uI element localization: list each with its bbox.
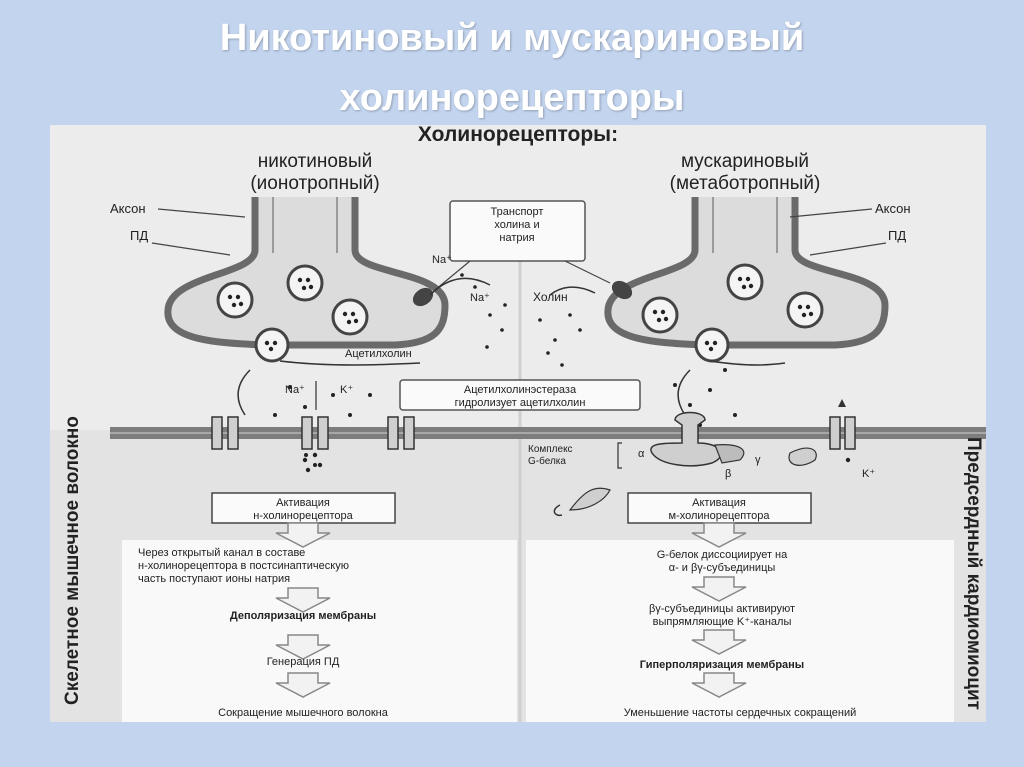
ache-callout bbox=[399, 379, 641, 411]
acetylcholine-label: Ацетилхолин bbox=[345, 348, 412, 360]
muscarinic-heading-line-2: (метаботропный) bbox=[670, 173, 821, 194]
right-cascade-panel bbox=[526, 540, 954, 722]
left-activation-line-1: Активация bbox=[276, 497, 330, 509]
pd-generation-label: Генерация ПД bbox=[267, 656, 340, 668]
k-label-left: K⁺ bbox=[340, 384, 353, 396]
nicotinic-heading-line-1: никотиновый bbox=[258, 151, 373, 172]
right-activation-line-1: Активация bbox=[692, 497, 746, 509]
left-text-1-line-2: н-холинорецептора в постсинаптическую bbox=[138, 560, 349, 572]
alpha-label: α bbox=[638, 448, 645, 460]
right-text-2-line-1: βγ-субъединицы активируют bbox=[649, 603, 795, 615]
transport-callout bbox=[449, 200, 586, 262]
na-label-2: Na⁺ bbox=[470, 292, 490, 304]
right-axon-terminal bbox=[604, 197, 889, 363]
k-label-right: K⁺ bbox=[862, 468, 875, 480]
contraction-label: Сокращение мышечного волокна bbox=[218, 707, 389, 719]
left-axon-terminal bbox=[164, 197, 449, 363]
transport-line-1: Транспорт bbox=[491, 206, 544, 218]
cholinoreceptor-diagram: Холинорецепторы: никотиновый (ионотропны… bbox=[50, 125, 986, 722]
left-pd-label: ПД bbox=[130, 228, 148, 243]
right-axon-label: Аксон bbox=[875, 201, 911, 216]
nicotinic-receptor-channels bbox=[211, 416, 415, 450]
left-text-1-line-1: Через открытый канал в составе bbox=[138, 547, 305, 559]
right-text-1-line-1: G-белок диссоциирует на bbox=[657, 549, 788, 561]
muscarinic-heading-line-1: мускариновый bbox=[681, 151, 809, 172]
na-label-3: Na⁺ bbox=[285, 384, 305, 396]
g-protein-line-1: Комплекс bbox=[528, 444, 573, 455]
depolarization-label: Деполяризация мембраны bbox=[230, 610, 376, 622]
muscarinic-receptor bbox=[553, 399, 856, 517]
synaptic-cleft-molecules bbox=[273, 273, 737, 467]
nicotinic-heading-line-2: (ионотропный) bbox=[250, 173, 379, 194]
left-axon-label: Аксон bbox=[110, 201, 146, 216]
beta-label: β bbox=[725, 468, 731, 480]
diagram-canvas: Холинорецепторы: никотиновый (ионотропны… bbox=[50, 125, 986, 722]
left-activation-box bbox=[211, 492, 396, 524]
right-text-1-line-2: α- и βγ-субъединицы bbox=[669, 562, 776, 574]
transport-line-3: натрия bbox=[499, 232, 534, 244]
g-protein-line-2: G-белка bbox=[528, 455, 566, 467]
right-side-label: Предсердный кардиомиоцит bbox=[963, 437, 984, 710]
right-pd-label: ПД bbox=[888, 228, 906, 243]
ache-line-2: гидролизует ацетилхолин bbox=[455, 397, 586, 409]
gamma-label: γ bbox=[755, 454, 761, 466]
left-cascade-panel bbox=[122, 540, 517, 722]
slide-title: Никотиновый и мускариновый холинорецепто… bbox=[0, 8, 1024, 128]
left-activation-line-2: н-холинорецептора bbox=[253, 510, 353, 522]
right-activation-box bbox=[627, 492, 812, 524]
ache-line-1: Ацетилхолинэстераза bbox=[464, 384, 577, 396]
left-text-1-line-3: часть поступают ионы натрия bbox=[138, 573, 290, 585]
diagram-heading: Холинорецепторы: bbox=[418, 125, 618, 146]
na-label-1: Na⁺ bbox=[432, 254, 452, 266]
left-side-label: Скелетное мышечное волокно bbox=[62, 416, 83, 705]
slide-title-line-1: Никотиновый и мускариновый bbox=[219, 17, 805, 59]
choline-label: Холин bbox=[533, 290, 568, 304]
transport-line-2: холина и bbox=[494, 219, 539, 231]
heart-rate-label: Уменьшение частоты сердечных сокращений bbox=[624, 707, 857, 719]
hyperpolarization-label: Гиперполяризация мембраны bbox=[640, 659, 804, 671]
right-text-2-line-2: выпрямляющие K⁺-каналы bbox=[653, 616, 792, 628]
right-activation-line-2: м-холинорецептора bbox=[669, 510, 771, 522]
flow-arrows bbox=[275, 522, 747, 698]
slide-title-line-2: холинорецепторы bbox=[339, 77, 685, 119]
